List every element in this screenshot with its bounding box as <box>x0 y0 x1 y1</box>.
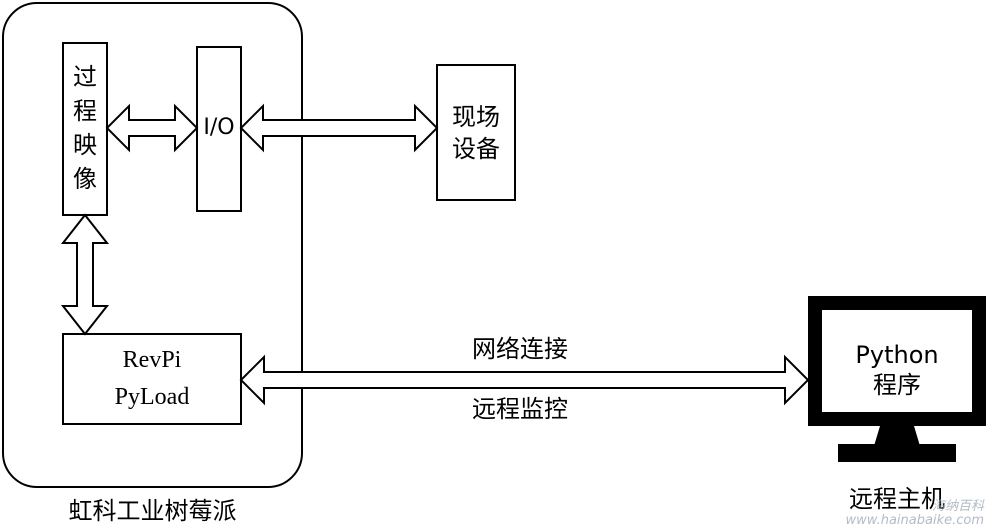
arrow-process-pyload <box>60 213 110 336</box>
monitor-icon <box>808 296 986 462</box>
remote-monitoring-label: 远程监控 <box>472 395 568 423</box>
watermark: 海纳百科 www.hainabaike.com <box>846 500 984 528</box>
watermark-line: www.hainabaike.com <box>845 513 984 528</box>
arrow-process-io <box>105 103 199 153</box>
revpi-container <box>2 2 303 488</box>
io-box <box>196 46 242 212</box>
field-device-label: 现场 设备 <box>437 101 515 165</box>
pyload-line: RevPi <box>122 347 182 373</box>
pyload-line: PyLoad <box>114 384 190 410</box>
field-device-box <box>436 64 516 201</box>
container-caption: 虹科工业树莓派 <box>68 497 237 525</box>
process-image-label: 过 程 映 像 <box>63 60 107 196</box>
process-image-char: 像 <box>73 165 97 193</box>
field-device-line: 设备 <box>452 135 500 163</box>
process-image-char: 过 <box>73 63 97 91</box>
monitor-screen-line: Python <box>855 341 939 369</box>
process-image-char: 程 <box>73 97 97 125</box>
monitor-screen-text: Python 程序 <box>822 340 972 400</box>
monitor-caption: 远程主机 <box>849 485 945 513</box>
field-device-line: 现场 <box>452 103 500 131</box>
io-label: I/O <box>203 115 235 140</box>
watermark-line: 海纳百科 <box>931 499 984 514</box>
process-image-char: 映 <box>73 131 97 159</box>
pyload-label: RevPi PyLoad <box>63 342 241 416</box>
network-connection-label: 网络连接 <box>472 335 568 363</box>
monitor-screen-line: 程序 <box>873 371 921 399</box>
arrow-io-field <box>239 103 439 153</box>
pyload-box <box>62 333 242 425</box>
